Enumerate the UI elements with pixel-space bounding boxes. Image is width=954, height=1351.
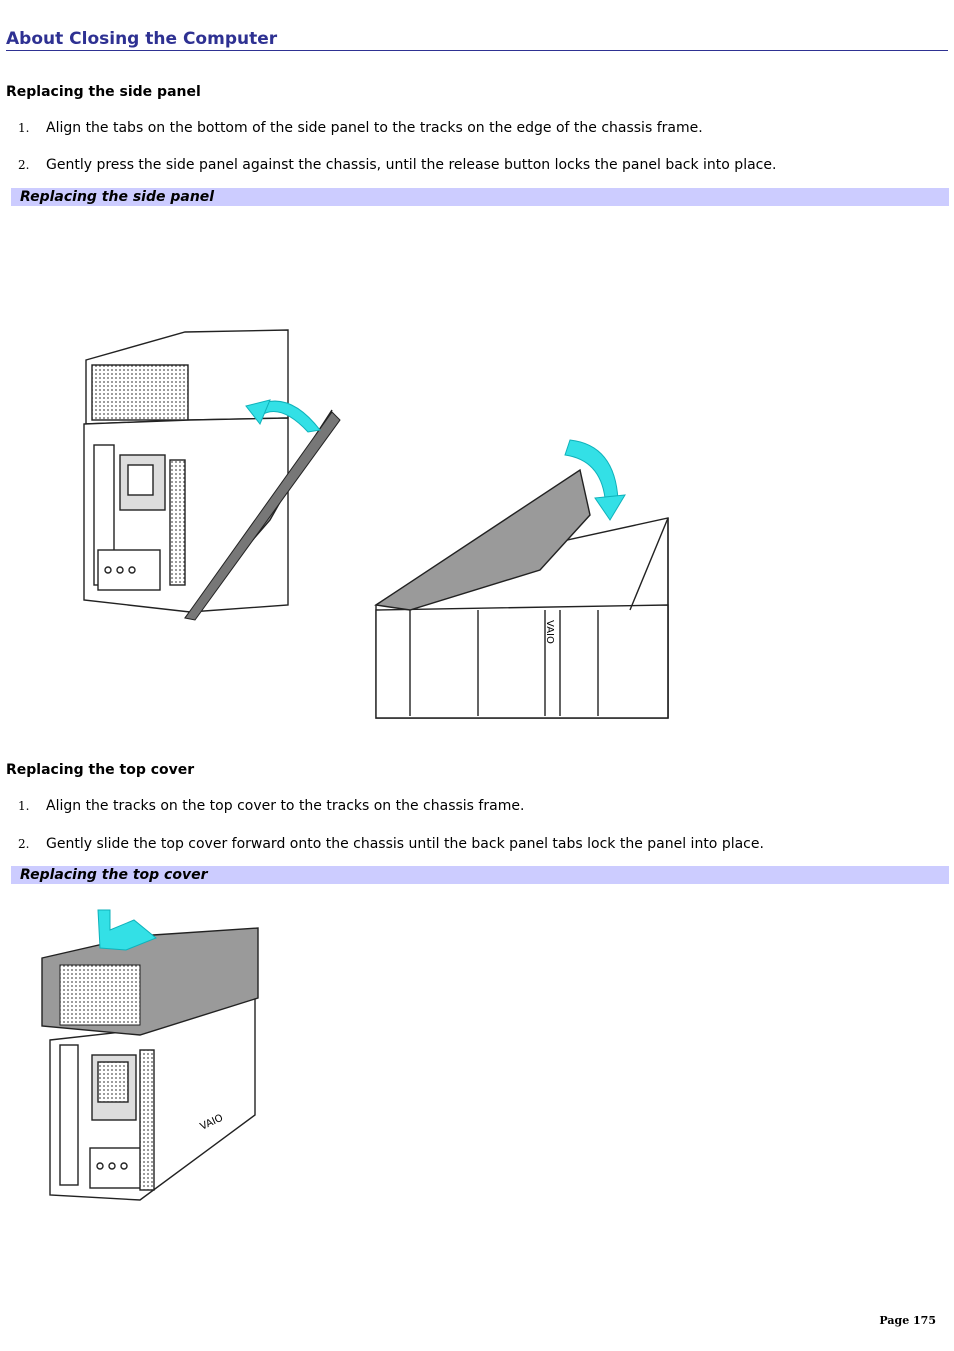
step-item: 2. Gently slide the top cover forward ont… bbox=[18, 835, 764, 853]
step-number: 2. bbox=[18, 158, 30, 172]
step-text: Align the tracks on the top cover to the… bbox=[46, 798, 525, 814]
rotate-arrow-icon bbox=[249, 400, 321, 433]
step-text: Gently slide the top cover forward onto … bbox=[46, 836, 764, 852]
slide-arrow-icon bbox=[97, 909, 157, 951]
step-text: Align the tabs on the bottom of the side… bbox=[46, 120, 703, 136]
side-panel-illustration: VAIO bbox=[83, 329, 669, 719]
step-text: Gently press the side panel against the … bbox=[46, 157, 777, 173]
vaio-logo: VAIO bbox=[544, 620, 555, 644]
page-title: About Closing the Computer bbox=[6, 29, 948, 51]
step-item: 1. Align the tracks on the top cover to t… bbox=[18, 797, 524, 815]
side-panel-closing bbox=[374, 468, 591, 611]
figure-caption-side-panel: Replacing the side panel bbox=[11, 188, 949, 206]
step-number: 2. bbox=[18, 837, 30, 851]
top-cover-illustration: VAIO bbox=[41, 909, 259, 1201]
step-number: 1. bbox=[18, 799, 30, 813]
section-heading-side-panel: Replacing the side panel bbox=[6, 84, 201, 100]
step-item: 2. Gently press the side panel against th… bbox=[18, 156, 776, 174]
step-item: 1. Align the tabs on the bottom of the si… bbox=[18, 119, 703, 137]
tower-chassis bbox=[83, 329, 289, 613]
section-heading-top-cover: Replacing the top cover bbox=[6, 762, 195, 778]
page-number: Page 175 bbox=[879, 1314, 936, 1327]
figure-caption-top-cover: Replacing the top cover bbox=[11, 866, 949, 884]
step-number: 1. bbox=[18, 121, 30, 135]
